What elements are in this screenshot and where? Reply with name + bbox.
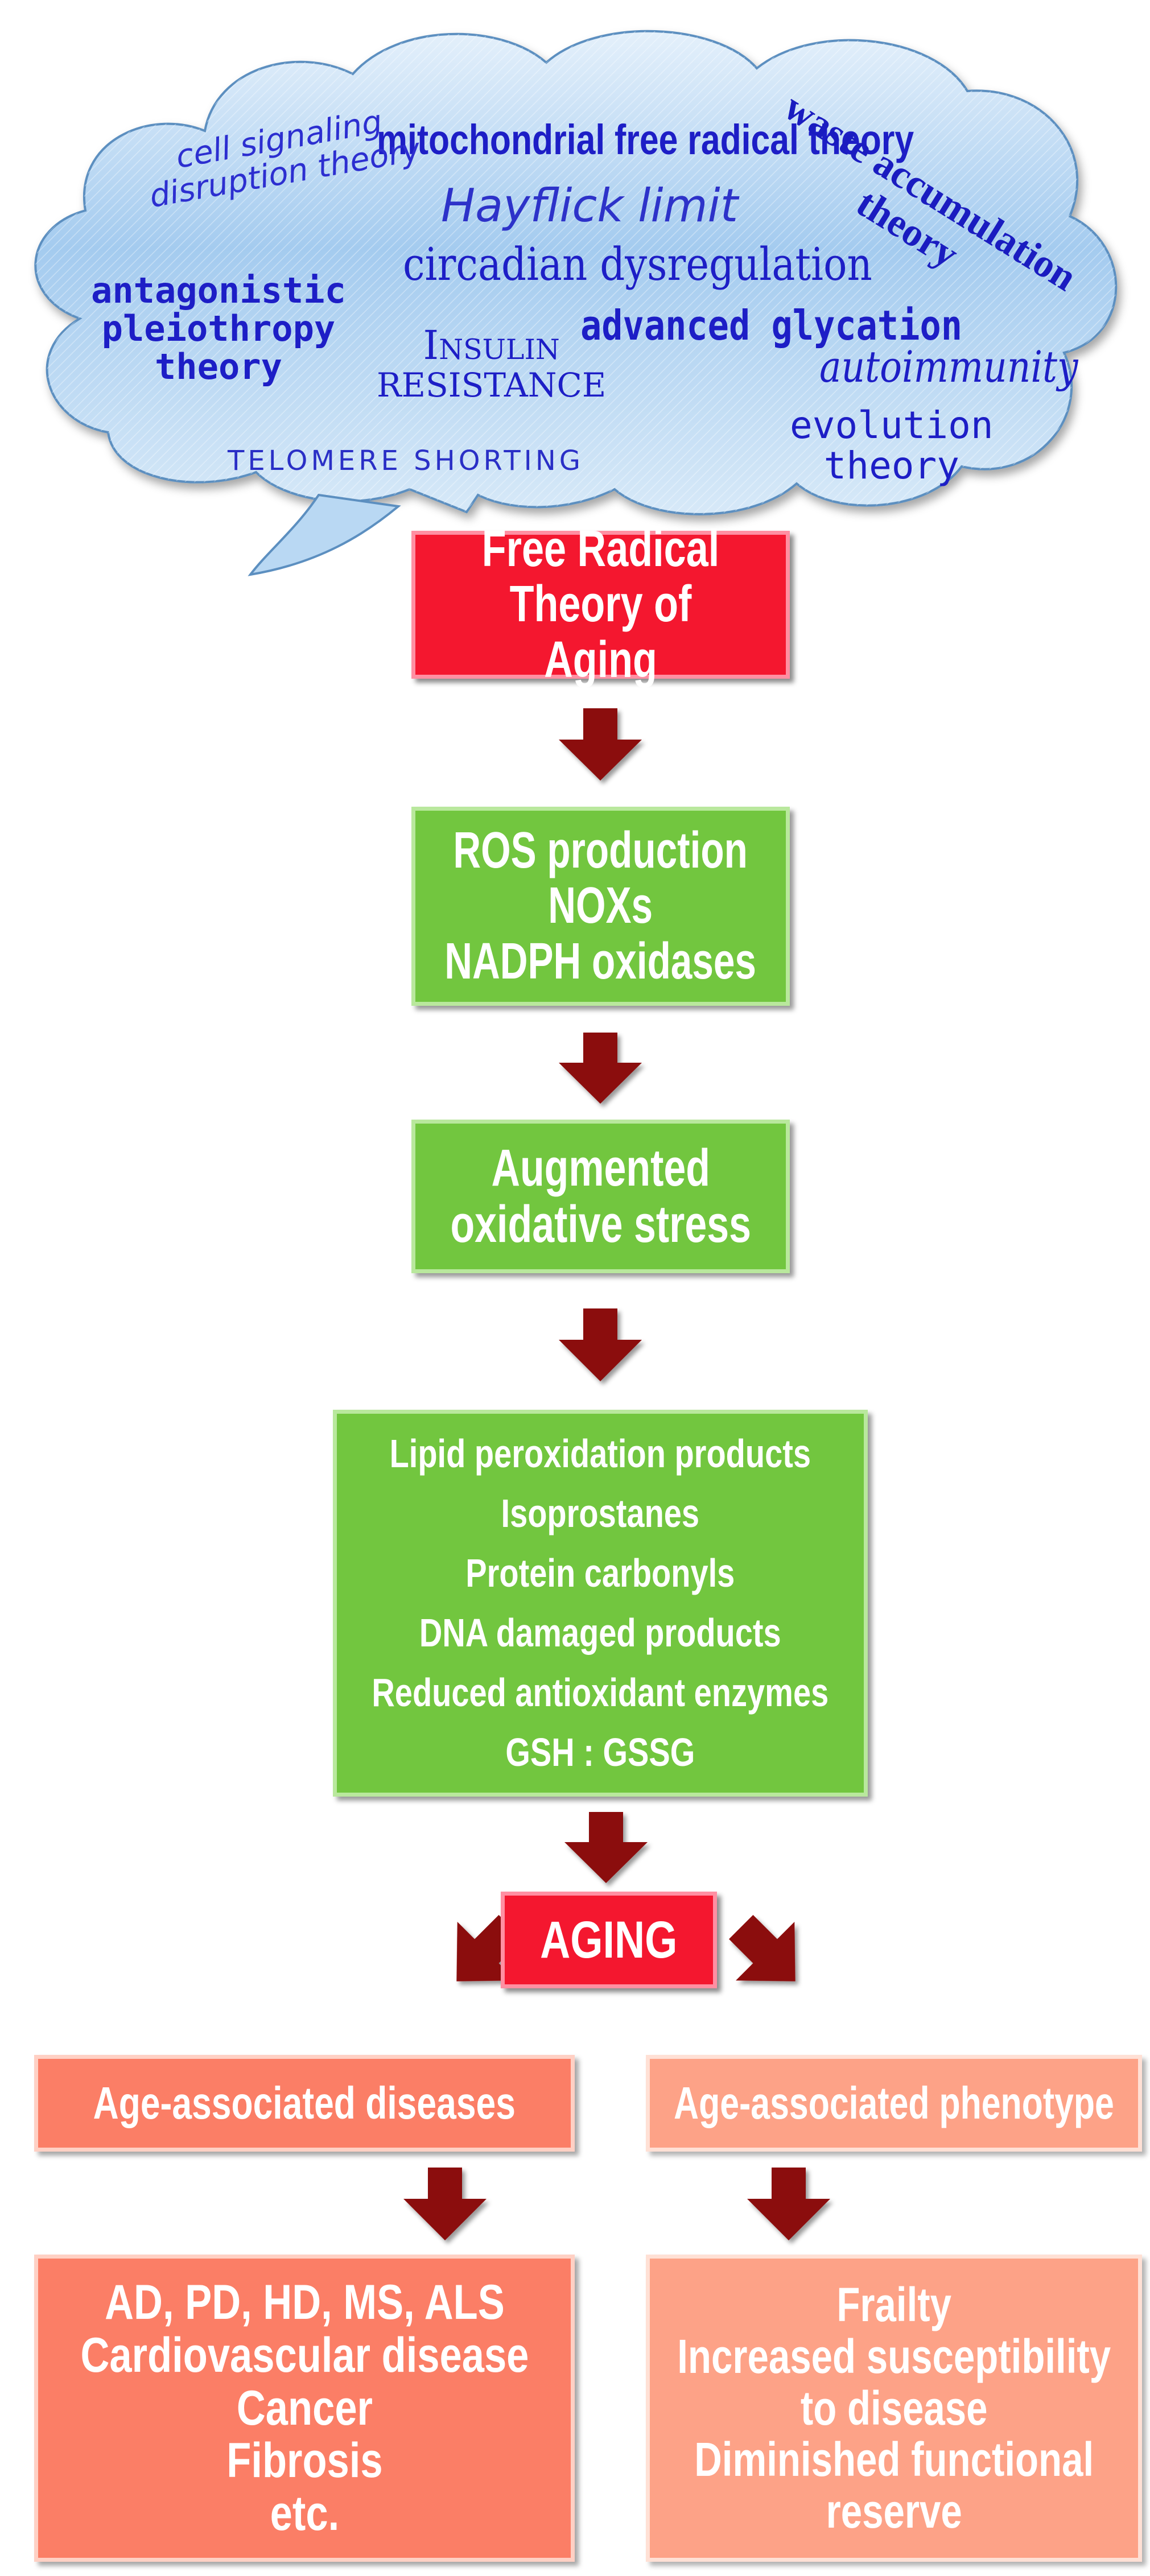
disease-etc: etc. <box>270 2486 339 2541</box>
phenotype-to-disease: to disease <box>800 2381 988 2435</box>
free-radical-line1: Free Radical <box>481 521 720 578</box>
oxidative-line2: oxidative stress <box>450 1195 751 1253</box>
arrow-right-down <box>747 2168 830 2240</box>
term-mitochondrial: mitochondrial free radical theory <box>377 116 914 163</box>
term-advanced-glycation: advanced glycation <box>580 302 963 349</box>
arrow-right-diag <box>729 1915 795 1981</box>
term-evolution-line2: theory <box>823 444 960 488</box>
marker-antioxidant: Reduced antioxidant enzymes <box>372 1670 829 1715</box>
ros-production-box: ROS production NOXs NADPH oxidases <box>411 807 790 1006</box>
age-associated-diseases-box: Age-associated diseases <box>34 2055 575 2152</box>
arrow-4 <box>564 1812 648 1883</box>
marker-dna: DNA damaged products <box>419 1611 781 1655</box>
disease-cardio: Cardiovascular disease <box>80 2327 529 2383</box>
phenotype-reserve: reserve <box>826 2484 962 2538</box>
term-evolution-line1: evolution <box>790 403 994 447</box>
term-circadian: circadian dysregulation <box>403 238 872 291</box>
ros-line3: NADPH oxidases <box>444 932 757 990</box>
diseases-label: Age-associated diseases <box>93 2078 516 2128</box>
arrow-left-down <box>403 2168 487 2240</box>
arrow-3 <box>559 1308 642 1381</box>
phenotype-label: Age-associated phenotype <box>674 2078 1114 2128</box>
ros-line2: NOXs <box>548 877 653 935</box>
term-antagonistic-line3: theory <box>154 345 282 387</box>
age-associated-phenotype-box: Age-associated phenotype <box>646 2055 1142 2152</box>
oxidative-stress-box: Augmented oxidative stress <box>411 1120 790 1273</box>
aging-box: AGING <box>501 1892 717 1988</box>
term-evolution: evolution theory <box>790 405 994 486</box>
term-hayflick: Hayflick limit <box>441 179 739 232</box>
disease-cancer: Cancer <box>236 2380 373 2435</box>
phenotype-frailty: Frailty <box>836 2278 951 2332</box>
aging-label: AGING <box>540 1910 678 1969</box>
marker-lipid: Lipid peroxidation products <box>389 1431 811 1476</box>
oxidative-markers-box: Lipid peroxidation products Isoprostanes… <box>333 1410 868 1797</box>
term-insulin-line1: Insulin <box>423 322 560 369</box>
term-insulin: Insulin resistance <box>377 324 606 403</box>
disease-neuro: AD, PD, HD, MS, ALS <box>104 2274 505 2330</box>
thought-cloud <box>34 30 1118 576</box>
free-radical-line2: Theory of Aging <box>509 576 692 688</box>
disease-list-box: AD, PD, HD, MS, ALS Cardiovascular disea… <box>34 2255 575 2562</box>
ros-line1: ROS production <box>453 822 748 880</box>
disease-fibrosis: Fibrosis <box>226 2433 383 2488</box>
oxidative-line1: Augmented <box>491 1138 710 1197</box>
cloud-tail <box>248 493 401 576</box>
marker-protein: Protein carbonyls <box>465 1551 735 1595</box>
phenotype-list-box: Frailty Increased susceptibility to dise… <box>646 2255 1142 2562</box>
arrow-2 <box>559 1033 642 1104</box>
term-antagonistic: antagonistic pleiothropy theory <box>91 270 346 387</box>
term-telomere: TELOMERE SHORTING <box>228 445 584 477</box>
term-antagonistic-line1: antagonistic <box>91 270 346 311</box>
phenotype-diminished: Diminished functional <box>694 2433 1094 2487</box>
term-antagonistic-line2: pleiothropy <box>101 307 336 349</box>
term-insulin-line2: resistance <box>377 365 607 404</box>
arrow-1 <box>559 708 642 781</box>
free-radical-theory-box: Free Radical Theory of Aging <box>411 522 790 687</box>
marker-gsh: GSH : GSSG <box>505 1730 695 1774</box>
phenotype-susceptibility: Increased susceptibility <box>677 2329 1111 2383</box>
marker-isoprostanes: Isoprostanes <box>501 1491 700 1535</box>
term-autoimmunity: autoimmunity <box>819 341 1078 392</box>
